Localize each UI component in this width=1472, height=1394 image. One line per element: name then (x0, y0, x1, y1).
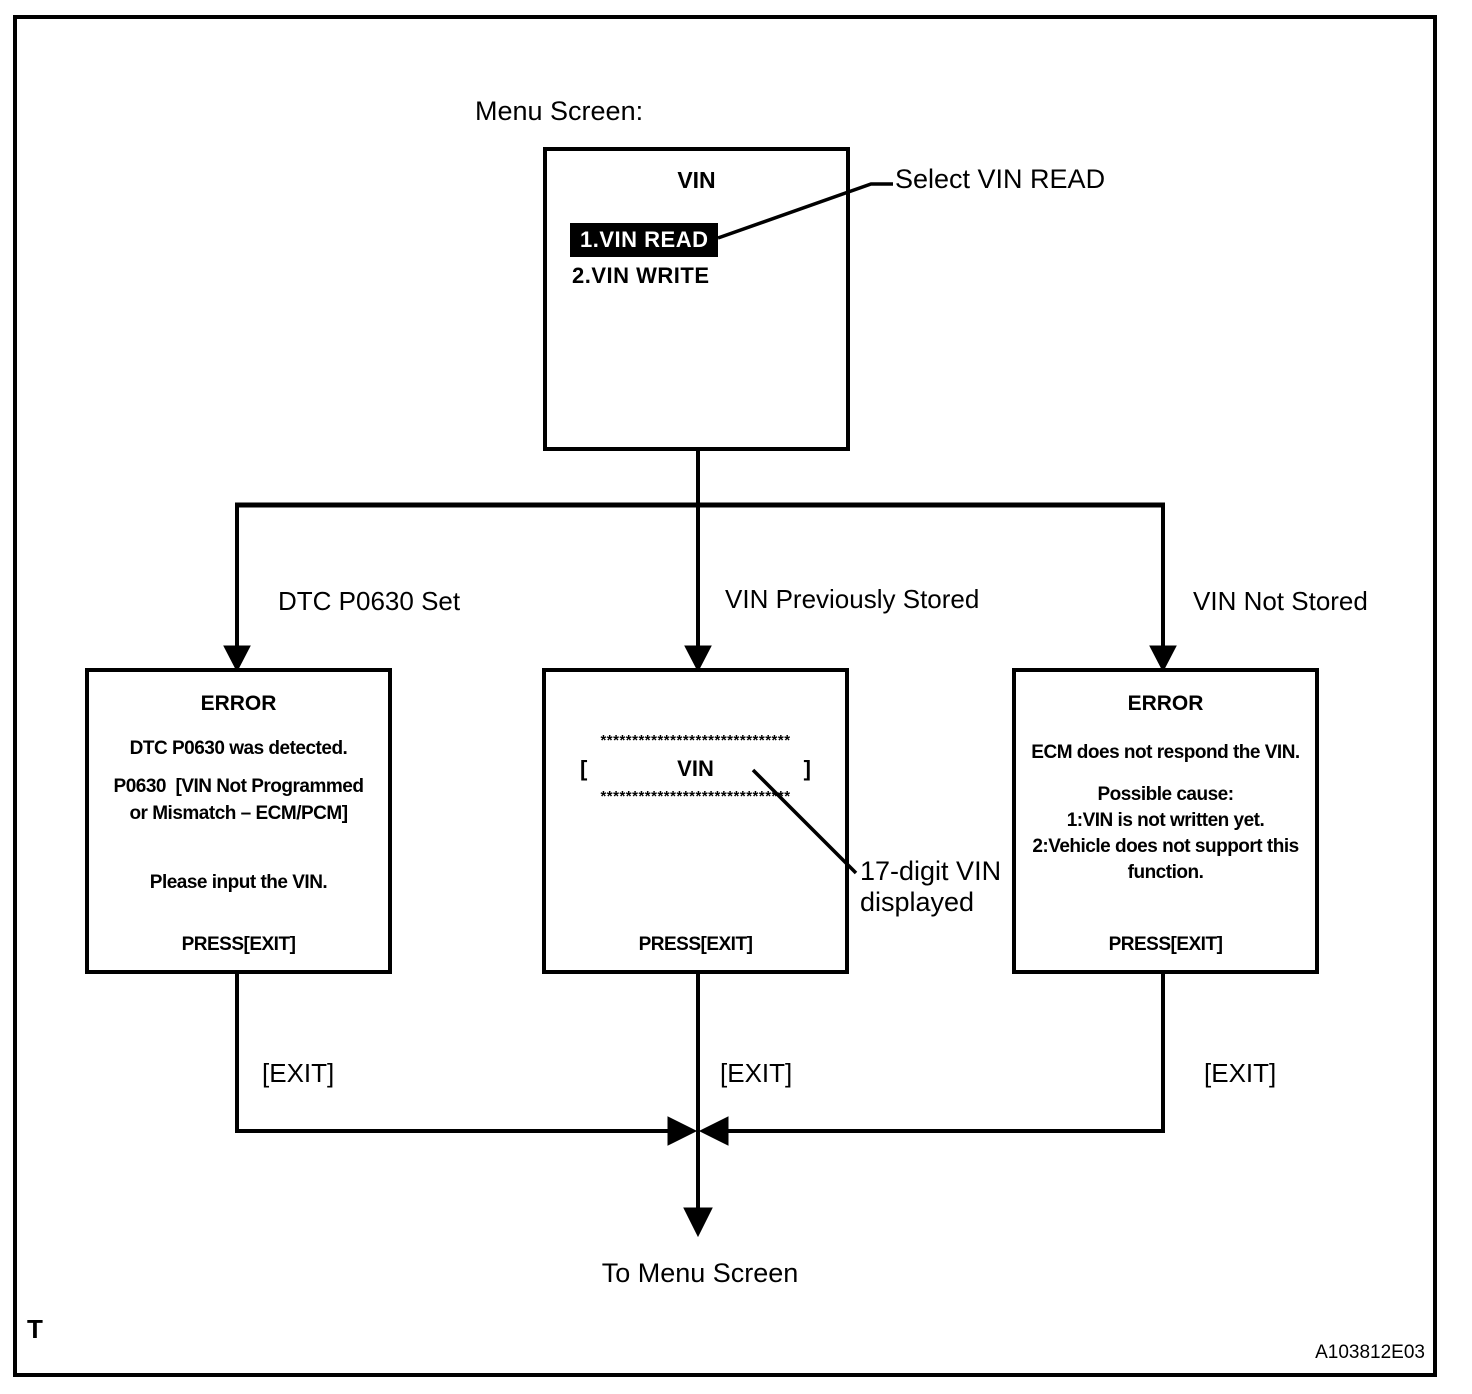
screen-footer: PRESS[EXIT] (638, 934, 753, 955)
vin-digit-callout: 17-digit VIN displayed (860, 856, 1001, 918)
menu-item-vin-read-selected: 1.VIN READ (570, 223, 719, 257)
branch-label-vin-previously-stored: VIN Previously Stored (725, 584, 980, 614)
screen-footer: PRESS[EXIT] (1108, 934, 1223, 955)
exit-label-center: [EXIT] (720, 1058, 793, 1088)
stars-row: ****************************** (600, 788, 791, 805)
screen-line: ECM does not respond the VIN. (1031, 742, 1300, 763)
vin-display-screen: ****************************** [ VIN ] *… (542, 668, 849, 974)
branch-label-dtc-p0630-set: DTC P0630 Set (278, 586, 461, 616)
menu-screen-box: VIN 1.VIN READ 2.VIN WRITE (543, 147, 850, 451)
screen-title: ERROR (1127, 692, 1204, 715)
branch-label-vin-not-stored: VIN Not Stored (1193, 586, 1368, 616)
ecm-error-screen: ERROR ECM does not respond the VIN. Poss… (1012, 668, 1319, 974)
to-menu-screen-label: To Menu Screen (601, 1258, 799, 1288)
exit-label-right: [EXIT] (1204, 1058, 1277, 1088)
screen-line: Please input the VIN. (149, 872, 328, 893)
vin-bracket-row: [ VIN ] (580, 756, 811, 782)
screen-line: function. (1127, 862, 1204, 883)
figure-code: A103812E03 (1315, 1342, 1425, 1363)
screen-line: Possible cause: (1097, 784, 1234, 805)
select-vin-read-callout: Select VIN READ (895, 164, 1106, 194)
vin-digit-callout-line1: 17-digit VIN (860, 856, 1002, 886)
screen-line: 2:Vehicle does not support this (1032, 836, 1299, 857)
screen-footer: PRESS[EXIT] (181, 934, 296, 955)
menu-heading: VIN (677, 167, 716, 193)
menu-screen-label: Menu Screen: (475, 96, 644, 126)
vin-label: VIN (677, 756, 714, 781)
close-bracket: ] (803, 756, 811, 781)
exit-label-left: [EXIT] (262, 1058, 335, 1088)
vin-digit-callout-line2: displayed (860, 887, 975, 917)
open-bracket: [ (580, 756, 588, 781)
screen-line: or Mismatch – ECM/PCM] (129, 803, 348, 824)
page-t-mark: T (27, 1314, 43, 1344)
screen-line: P0630 [VIN Not Programmed (113, 776, 364, 797)
screen-title: ERROR (200, 692, 277, 715)
dtc-error-screen: ERROR DTC P0630 was detected. P0630 [VIN… (85, 668, 392, 974)
diagram-border (13, 15, 1437, 1377)
screen-line: 1:VIN is not written yet. (1066, 810, 1265, 831)
stars-row: ****************************** (600, 732, 791, 749)
screen-line: DTC P0630 was detected. (129, 738, 348, 759)
menu-item-vin-write: 2.VIN WRITE (572, 263, 710, 288)
